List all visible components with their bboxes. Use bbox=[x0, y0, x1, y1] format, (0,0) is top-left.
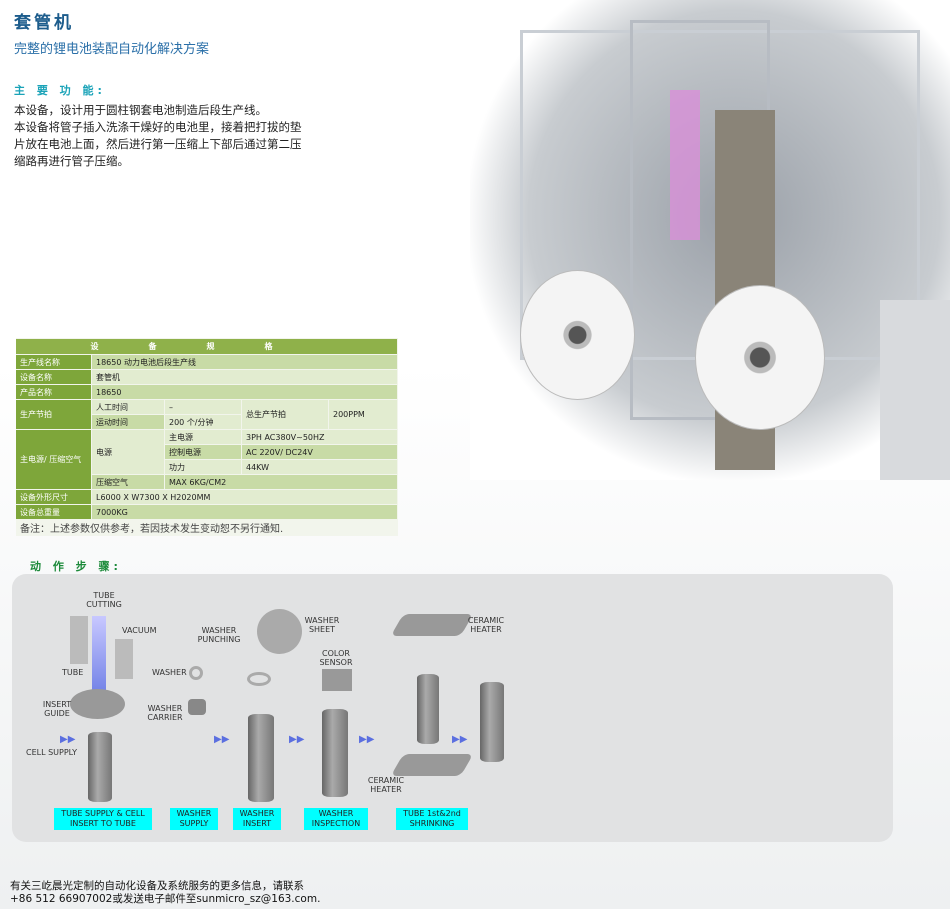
diagram-label: TUBE bbox=[62, 668, 84, 677]
stage-label: TUBE SUPPLY & CELL INSERT TO TUBE bbox=[54, 808, 152, 830]
spec-value: 18650 bbox=[92, 385, 398, 399]
spec-label: 生产节拍 bbox=[16, 400, 92, 429]
arrow-icon: ▶▶ bbox=[214, 734, 230, 745]
spec-value: 200 个/分钟 bbox=[165, 415, 242, 429]
spec-note: 备注：上述参数仅供参考，若因技术发生变动恕不另行通知. bbox=[16, 520, 398, 535]
diagram-label: CERAMIC HEATER bbox=[467, 616, 505, 634]
process-diagram: TUBE CUTTING VACUUM TUBE INSERT GUIDE CE… bbox=[12, 574, 893, 842]
arrow-icon: ▶▶ bbox=[289, 734, 305, 745]
contact-footer: 有关三屹晨光定制的自动化设备及系统服务的更多信息，请联系 +86 512 669… bbox=[10, 880, 320, 906]
stage-label: WASHER INSERT bbox=[233, 808, 281, 830]
spec-label: 压缩空气 bbox=[92, 475, 165, 489]
diagram-label: WASHER bbox=[152, 668, 187, 677]
diagram-label: CERAMIC HEATER bbox=[367, 776, 405, 794]
diagram-label: TUBE CUTTING bbox=[86, 591, 122, 609]
stage-label: WASHER SUPPLY bbox=[170, 808, 218, 830]
spec-label: 控制电源 bbox=[165, 445, 242, 459]
diagram-label: CELL SUPPLY bbox=[26, 748, 77, 757]
spec-value: 3PH AC380V~50HZ bbox=[242, 430, 398, 444]
functions-heading: 主 要 功 能: bbox=[14, 84, 106, 97]
spec-label: 设备外形尺寸 bbox=[16, 490, 92, 504]
stage-label: WASHER INSPECTION bbox=[304, 808, 368, 830]
spec-value: AC 220V/ DC24V bbox=[242, 445, 398, 459]
spec-label: 运动时间 bbox=[92, 415, 165, 429]
spec-value: L6000 X W7300 X H2020MM bbox=[92, 490, 398, 504]
spec-label: 人工时间 bbox=[92, 400, 165, 414]
diagram-label: WASHER CARRIER bbox=[147, 704, 183, 722]
spec-label: 功力 bbox=[165, 460, 242, 474]
footer-contact: +86 512 66907002或发送电子邮件至sunmicro_sz@163.… bbox=[10, 893, 321, 905]
page-subtitle: 完整的锂电池装配自动化解决方案 bbox=[14, 42, 210, 57]
spec-label: 主电源/ 压缩空气 bbox=[16, 430, 92, 489]
spec-heading: 设备规格 bbox=[16, 339, 398, 354]
spec-label: 总生产节拍 bbox=[242, 400, 329, 429]
spec-label: 电源 bbox=[92, 430, 165, 474]
arrow-icon: ▶▶ bbox=[452, 734, 468, 745]
spec-value: MAX 6KG/CM2 bbox=[165, 475, 398, 489]
description-paragraph: 本设备，设计用于圆柱钢套电池制造后段生产线。 bbox=[14, 103, 267, 117]
diagram-label: VACUUM bbox=[122, 626, 157, 635]
spec-label: 生产线名称 bbox=[16, 355, 92, 369]
spec-label: 设备名称 bbox=[16, 370, 92, 384]
spec-label: 设备总重量 bbox=[16, 505, 92, 519]
spec-value: – bbox=[165, 400, 242, 414]
stage-label: TUBE 1st&2nd SHRINKING bbox=[396, 808, 468, 830]
machine-photo bbox=[470, 0, 950, 480]
functions-description: 本设备，设计用于圆柱钢套电池制造后段生产线。 本设备将管子插入洗涤干燥好的电池里… bbox=[14, 102, 304, 170]
spec-value: 7000KG bbox=[92, 505, 398, 519]
spec-value: 18650 动力电池后段生产线 bbox=[92, 355, 398, 369]
arrow-icon: ▶▶ bbox=[359, 734, 375, 745]
spec-value: 44KW bbox=[242, 460, 398, 474]
spec-label: 产品名称 bbox=[16, 385, 92, 399]
page-title: 套管机 bbox=[14, 13, 74, 33]
description-paragraph: 本设备将管子插入洗涤干燥好的电池里，接着把打拔的垫片放在电池上面，然后进行第一压… bbox=[14, 120, 302, 168]
diagram-label: WASHER PUNCHING bbox=[197, 626, 241, 644]
spec-label: 主电源 bbox=[165, 430, 242, 444]
spec-value: 200PPM bbox=[329, 400, 398, 429]
process-heading: 动 作 步 骤: bbox=[30, 560, 122, 573]
diagram-label: INSERT GUIDE bbox=[42, 700, 72, 718]
diagram-label: COLOR SENSOR bbox=[319, 649, 353, 667]
spec-value: 套管机 bbox=[92, 370, 398, 384]
diagram-label: WASHER SHEET bbox=[304, 616, 340, 634]
arrow-icon: ▶▶ bbox=[60, 734, 76, 745]
footer-line: 有关三屹晨光定制的自动化设备及系统服务的更多信息，请联系 bbox=[10, 880, 304, 892]
